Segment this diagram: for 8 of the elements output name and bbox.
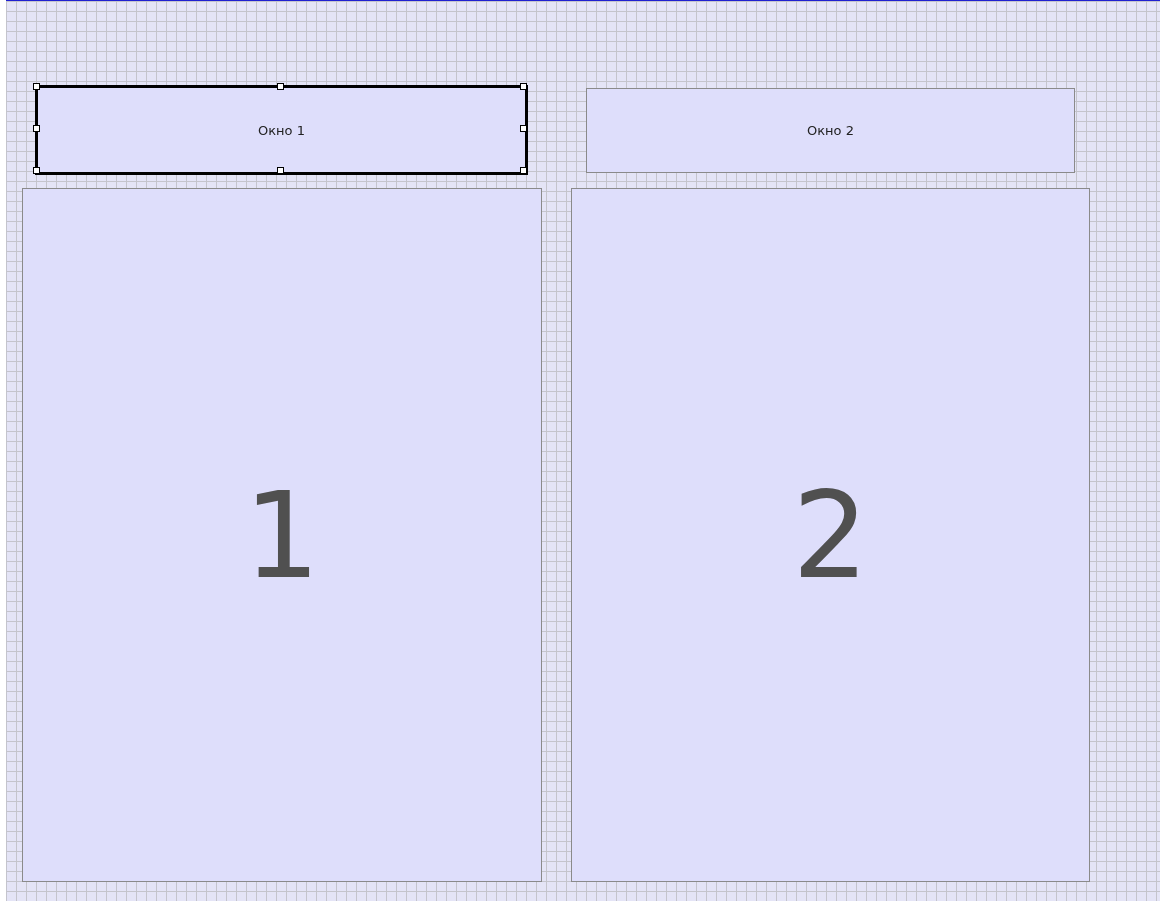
window-title: Окно 1 <box>258 122 305 138</box>
panel-box <box>571 188 1090 882</box>
window-title: Окно 2 <box>807 123 854 138</box>
window-box <box>586 88 1075 173</box>
window-box <box>35 85 528 175</box>
panel-box <box>22 188 542 882</box>
panel-number: 1 <box>243 465 321 605</box>
panel-number: 2 <box>792 465 869 605</box>
